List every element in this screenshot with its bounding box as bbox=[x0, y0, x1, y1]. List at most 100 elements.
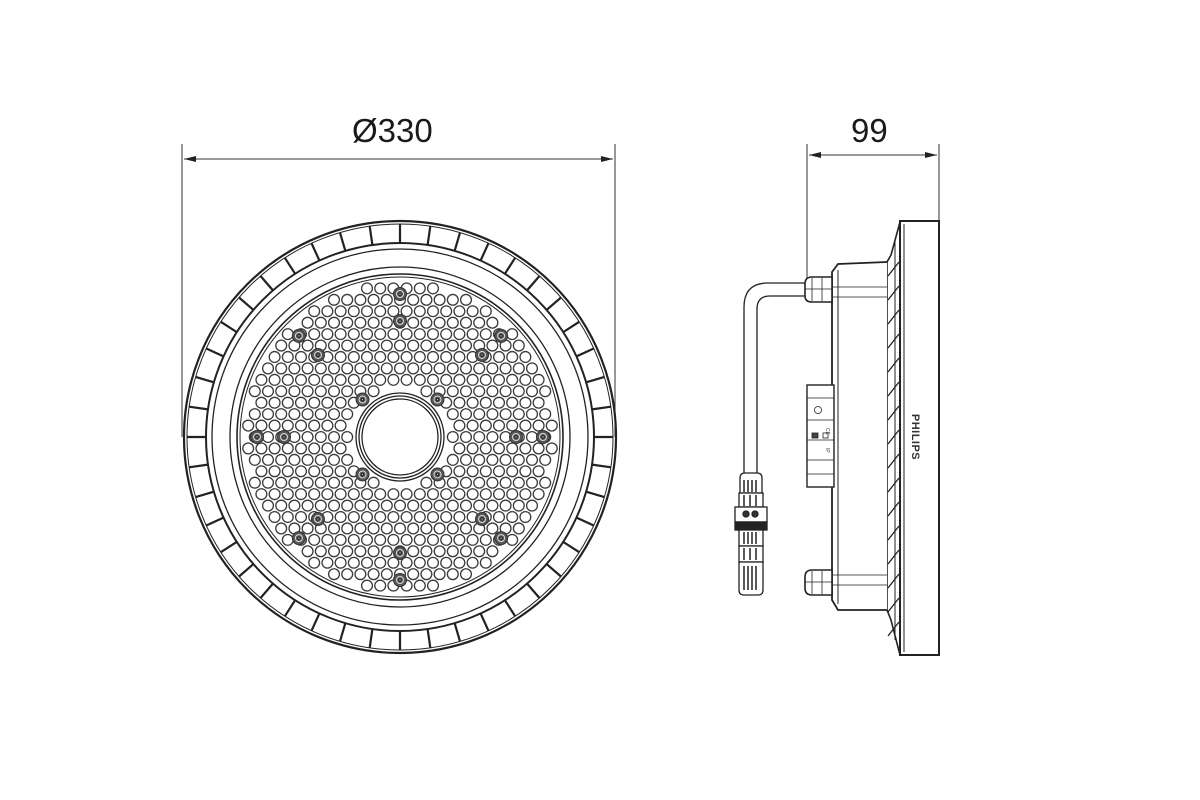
side-fin bbox=[887, 261, 900, 277]
led bbox=[341, 476, 354, 489]
led bbox=[426, 510, 440, 524]
led bbox=[506, 419, 519, 432]
led bbox=[413, 373, 426, 386]
fin-divider bbox=[453, 232, 462, 252]
led bbox=[486, 430, 499, 444]
front-plate bbox=[899, 220, 940, 656]
led bbox=[453, 465, 466, 478]
led bbox=[360, 579, 374, 592]
led bbox=[255, 442, 268, 455]
led bbox=[334, 510, 347, 524]
led bbox=[255, 419, 268, 432]
led bbox=[380, 522, 393, 535]
led bbox=[327, 293, 341, 306]
led bbox=[420, 339, 433, 352]
led bbox=[512, 453, 525, 466]
led bbox=[341, 293, 354, 306]
led bbox=[532, 373, 545, 386]
led bbox=[486, 408, 499, 421]
center-hole-outer bbox=[355, 392, 445, 482]
fin-divider bbox=[453, 622, 462, 642]
led bbox=[341, 430, 354, 444]
led bbox=[360, 350, 374, 364]
led bbox=[446, 316, 459, 329]
led bbox=[473, 362, 486, 375]
side-fin bbox=[887, 573, 900, 589]
led bbox=[459, 362, 473, 375]
led bbox=[426, 282, 440, 295]
led bbox=[360, 556, 374, 569]
led bbox=[486, 476, 499, 489]
led bbox=[367, 316, 380, 329]
led bbox=[275, 499, 288, 512]
led bbox=[420, 385, 433, 398]
led bbox=[473, 316, 486, 329]
led bbox=[473, 499, 486, 512]
led bbox=[314, 408, 327, 421]
side-fin bbox=[887, 525, 900, 541]
led bbox=[473, 408, 486, 421]
led bbox=[506, 533, 519, 546]
led bbox=[506, 465, 519, 478]
led bbox=[354, 339, 367, 352]
led bbox=[367, 476, 380, 489]
led bbox=[466, 442, 479, 455]
led bbox=[512, 499, 525, 512]
led bbox=[261, 476, 275, 489]
led bbox=[387, 350, 400, 364]
led bbox=[314, 362, 327, 375]
fin-divider bbox=[585, 490, 605, 499]
led bbox=[479, 328, 492, 341]
led bbox=[525, 408, 539, 421]
top-cable-gland bbox=[804, 276, 833, 303]
led bbox=[440, 350, 453, 364]
led bbox=[479, 442, 492, 455]
label-plate-details: CE IP bbox=[807, 397, 834, 475]
led bbox=[519, 465, 532, 478]
led bbox=[374, 373, 387, 386]
led bbox=[446, 453, 459, 466]
fin-divider bbox=[545, 296, 562, 311]
led bbox=[321, 328, 334, 341]
side-fin bbox=[887, 429, 900, 445]
led bbox=[473, 385, 486, 398]
led bbox=[334, 396, 347, 409]
center-hole-inner bbox=[361, 398, 439, 476]
svg-text:CE: CE bbox=[824, 428, 830, 436]
led bbox=[347, 305, 360, 318]
led bbox=[294, 396, 308, 409]
led bbox=[314, 499, 327, 512]
led bbox=[499, 362, 512, 375]
led bbox=[492, 419, 506, 432]
led bbox=[281, 350, 294, 364]
led bbox=[314, 316, 327, 329]
led bbox=[294, 442, 308, 455]
led bbox=[334, 305, 347, 318]
led bbox=[413, 579, 426, 592]
led bbox=[367, 293, 380, 306]
led bbox=[446, 499, 459, 512]
led bbox=[301, 453, 314, 466]
fin-divider bbox=[205, 516, 224, 527]
led bbox=[275, 339, 288, 352]
led bbox=[380, 568, 393, 581]
led bbox=[301, 408, 314, 421]
led bbox=[486, 339, 499, 352]
led bbox=[506, 328, 519, 341]
fin-divider bbox=[576, 516, 595, 527]
led bbox=[354, 362, 367, 375]
lens-edge-outer bbox=[236, 273, 564, 601]
led bbox=[433, 316, 446, 329]
led bbox=[314, 476, 327, 489]
led bbox=[387, 533, 400, 546]
led bbox=[288, 453, 301, 466]
led bbox=[347, 373, 360, 386]
led bbox=[341, 545, 354, 558]
led bbox=[486, 453, 499, 466]
fin-divider bbox=[503, 599, 517, 617]
led bbox=[314, 385, 327, 398]
fin-divider bbox=[189, 463, 209, 469]
led bbox=[459, 339, 473, 352]
led bbox=[506, 396, 519, 409]
depth-label: 99 bbox=[851, 112, 888, 149]
